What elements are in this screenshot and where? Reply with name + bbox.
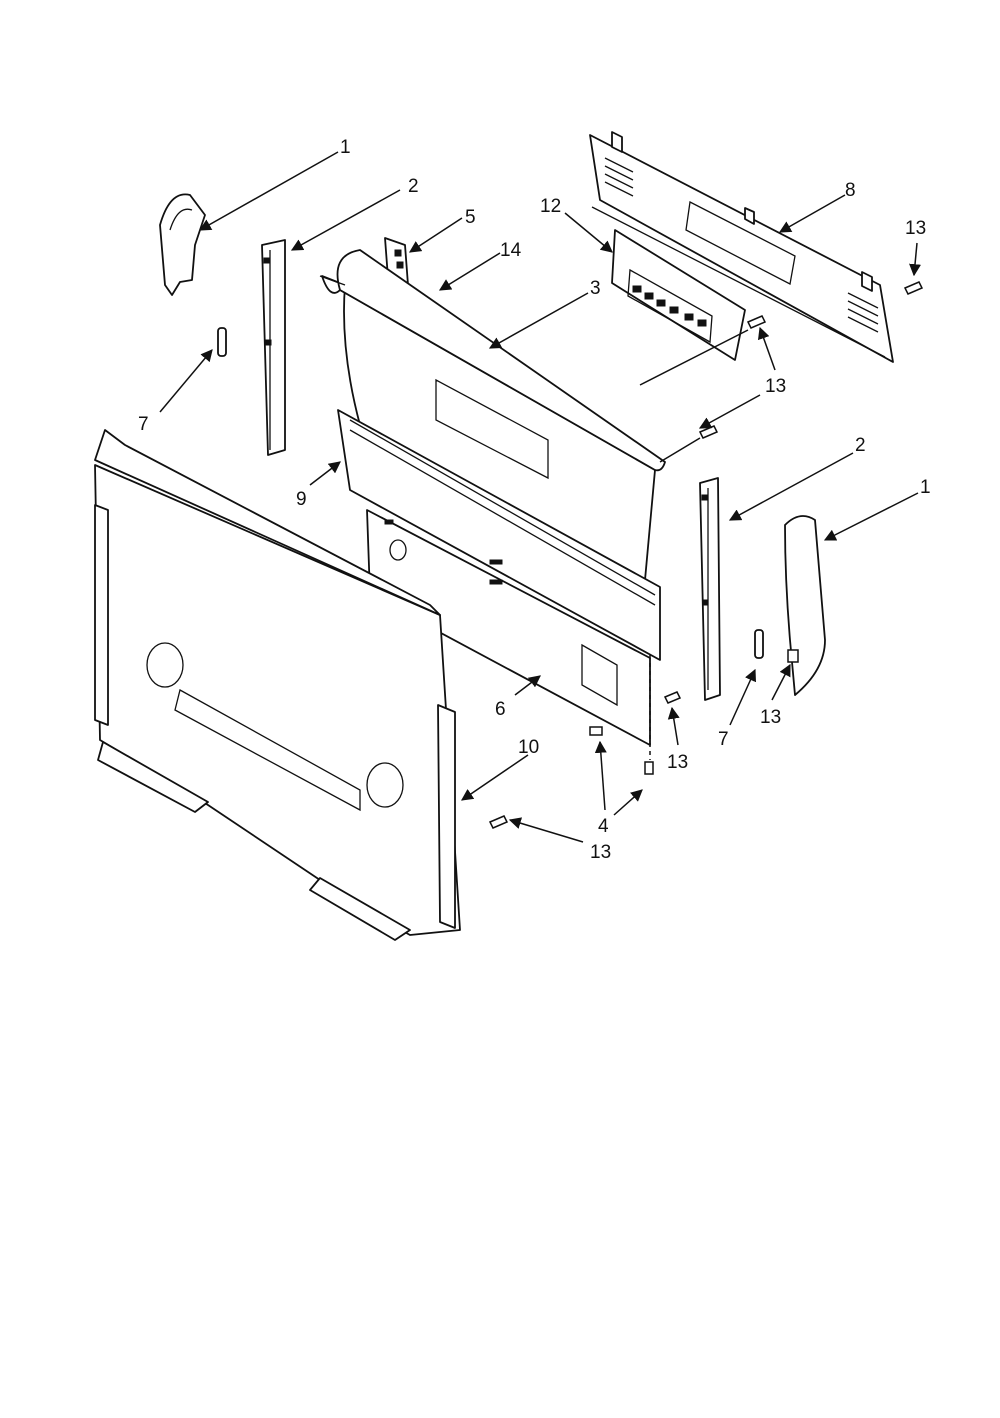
callout-12: 12 bbox=[540, 196, 561, 217]
leader-lines bbox=[159, 151, 921, 843]
part-right-side-bracket bbox=[699, 477, 721, 701]
callout-1-right: 1 bbox=[920, 477, 931, 498]
callout-13-control: 13 bbox=[765, 376, 786, 397]
part-rear-trim-panel bbox=[589, 131, 894, 363]
callout-13-bottom: 13 bbox=[590, 842, 611, 863]
part-switch bbox=[384, 237, 409, 286]
callout-8: 8 bbox=[845, 180, 856, 201]
callout-10: 10 bbox=[518, 737, 539, 758]
callout-14: 14 bbox=[500, 240, 522, 261]
callout-4: 4 bbox=[598, 816, 609, 837]
part-left-end-cap bbox=[159, 193, 206, 296]
callout-3: 3 bbox=[590, 278, 601, 299]
part-screws bbox=[488, 281, 924, 829]
part-right-clip bbox=[754, 629, 764, 659]
callout-9: 9 bbox=[296, 489, 307, 510]
callout-13-top-right: 13 bbox=[905, 218, 926, 239]
part-electronic-control bbox=[611, 229, 746, 361]
callout-13-right-cap: 13 bbox=[760, 707, 781, 728]
part-mounting-bracket bbox=[337, 409, 661, 661]
callout-labels: 1 2 5 14 12 3 8 13 13 7 9 2 1 6 7 13 13 … bbox=[138, 137, 931, 863]
part-left-clip bbox=[217, 327, 227, 357]
callout-6: 6 bbox=[495, 699, 506, 720]
callout-2-left: 2 bbox=[408, 176, 419, 197]
callout-7-left: 7 bbox=[138, 414, 149, 435]
part-right-end-cap bbox=[784, 515, 826, 696]
part-front-panel bbox=[94, 429, 461, 941]
callout-1-left: 1 bbox=[340, 137, 351, 158]
callout-5: 5 bbox=[465, 207, 476, 228]
callout-2-right: 2 bbox=[855, 435, 866, 456]
part-left-side-bracket bbox=[261, 239, 286, 456]
callout-13-center: 13 bbox=[667, 752, 688, 773]
part-control-panel bbox=[319, 249, 666, 581]
callout-7-right: 7 bbox=[718, 729, 729, 750]
